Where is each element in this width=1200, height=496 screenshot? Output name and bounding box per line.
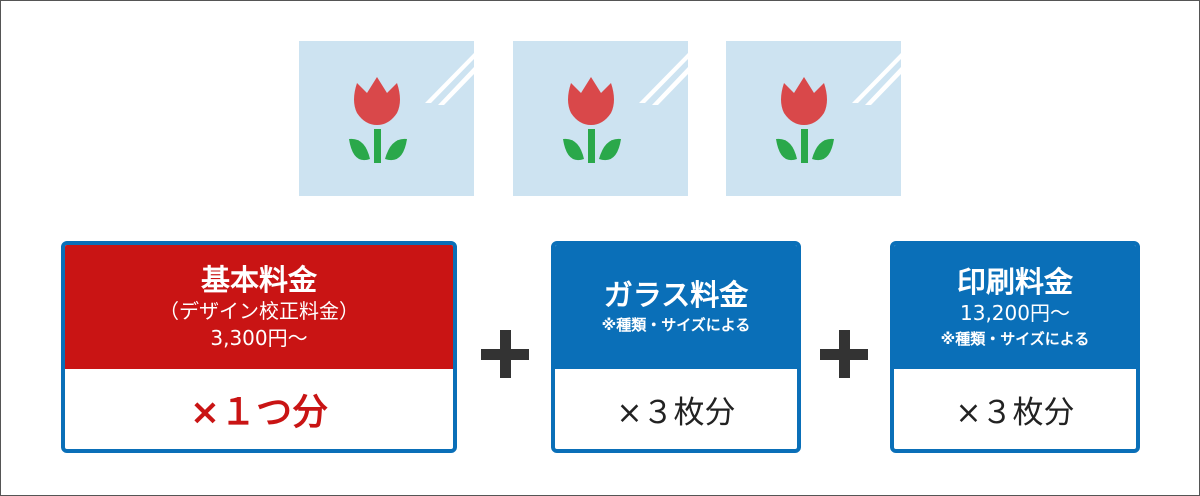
- print-fee-multiplier: ×３枚分: [955, 394, 1075, 431]
- basic-fee-box: 基本料金 （デザイン校正料金） 3,300円〜 ×１つ分: [61, 241, 457, 453]
- glass-fee-box: ガラス料金 ※種類・サイズによる ×３枚分: [551, 241, 801, 453]
- plus-icon: [481, 330, 529, 378]
- glass-panel: [726, 41, 901, 196]
- glass-fee-note: ※種類・サイズによる: [601, 316, 751, 334]
- glass-panel: [299, 41, 474, 196]
- basic-fee-multiplier: ×１つ分: [189, 392, 329, 433]
- glass-panel: [513, 41, 688, 196]
- print-fee-header: 印刷料金 13,200円〜 ※種類・サイズによる: [894, 245, 1136, 369]
- print-fee-note: ※種類・サイズによる: [940, 329, 1090, 348]
- glass-fee-multiplier: ×３枚分: [616, 394, 736, 431]
- basic-fee-title: 基本料金: [200, 263, 317, 297]
- glass-fee-header: ガラス料金 ※種類・サイズによる: [555, 245, 797, 369]
- basic-fee-header: 基本料金 （デザイン校正料金） 3,300円〜: [65, 245, 453, 369]
- basic-fee-subtitle: （デザイン校正料金）: [159, 299, 359, 323]
- print-fee-price: 13,200円〜: [960, 300, 1070, 325]
- glass-fee-title: ガラス料金: [603, 278, 749, 312]
- print-fee-box: 印刷料金 13,200円〜 ※種類・サイズによる ×３枚分: [890, 241, 1140, 453]
- tulip-icon: [563, 53, 688, 163]
- plus-icon: [820, 330, 868, 378]
- tulip-icon: [776, 53, 901, 163]
- print-fee-title: 印刷料金: [956, 264, 1073, 299]
- basic-fee-price: 3,300円〜: [210, 326, 308, 350]
- tulip-icon: [349, 53, 474, 163]
